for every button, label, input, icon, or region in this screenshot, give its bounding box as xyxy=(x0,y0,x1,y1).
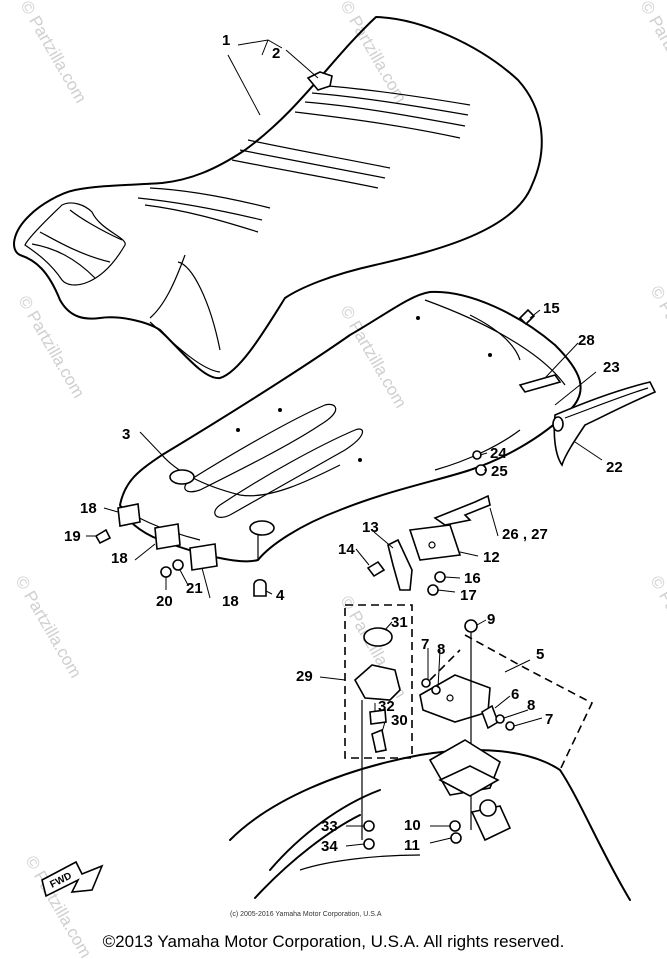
callout-15: 15 xyxy=(543,300,560,317)
lock-body-29 xyxy=(353,664,401,701)
nut-11 xyxy=(450,832,462,844)
callout-21: 21 xyxy=(186,580,203,597)
washer-33 xyxy=(363,820,375,832)
copyright-notice: ©2013 Yamaha Motor Corporation, U.S.A. A… xyxy=(102,932,565,951)
watermark-left: © Partzilla.com xyxy=(15,293,89,402)
callout-23: 23 xyxy=(603,359,620,376)
callout-1: 1 xyxy=(222,32,230,49)
callout-11: 11 xyxy=(404,837,420,854)
callout-30: 30 xyxy=(391,712,408,729)
callout-3: 3 xyxy=(122,426,130,443)
callout-18-middle: 18 xyxy=(111,550,128,567)
nut-7-lower xyxy=(505,721,515,731)
callout-19: 19 xyxy=(64,528,81,545)
watermark-bottom-right: © Partzilla.com xyxy=(647,573,667,682)
washer-20 xyxy=(160,566,172,578)
hinge-18-upper xyxy=(117,503,141,527)
latch-hook-13 xyxy=(387,538,413,591)
diagram-small-copyright: (c) 2005-2016 Yamaha Motor Corporation, … xyxy=(230,911,382,918)
latch-assembly-box xyxy=(344,604,413,759)
nut-24 xyxy=(472,450,482,460)
callout-28: 28 xyxy=(578,332,595,349)
bracket-12 xyxy=(408,524,462,561)
callout-7-lower: 7 xyxy=(545,711,553,728)
callout-13: 13 xyxy=(362,519,379,536)
callout-16: 16 xyxy=(464,570,481,587)
bolt-14 xyxy=(366,560,386,578)
callout-9: 9 xyxy=(487,611,495,628)
nut-34 xyxy=(363,838,375,850)
watermark-group: © Partzilla.com © Partzilla.com © Partzi… xyxy=(12,0,667,959)
callout-18-upper: 18 xyxy=(80,500,97,517)
bolt-9 xyxy=(464,619,478,633)
callout-6: 6 xyxy=(511,686,519,703)
callout-5: 5 xyxy=(536,646,544,663)
hinge-18-lower xyxy=(189,543,218,571)
watermark-center: © Partzilla.com xyxy=(337,303,411,412)
watermark-right: © Partzilla.com xyxy=(647,283,667,392)
frame-section xyxy=(229,739,631,901)
callout-4: 4 xyxy=(276,587,285,604)
callout-labels: 1 2 3 4 5 6 7 7 8 8 9 10 11 12 13 14 15 … xyxy=(64,32,623,855)
watermark-bottom-left: © Partzilla.com xyxy=(12,573,86,682)
callout-8-upper: 8 xyxy=(437,641,445,658)
watermark-top-left: © Partzilla.com xyxy=(17,0,91,106)
seat-cushion xyxy=(13,16,543,380)
forward-arrow: FWD xyxy=(41,860,104,898)
bolt-30 xyxy=(371,728,387,753)
callout-10: 10 xyxy=(404,817,421,834)
callout-33: 33 xyxy=(321,818,338,835)
callout-29: 29 xyxy=(296,668,313,685)
latch-plate-26-27 xyxy=(433,494,491,526)
callout-32: 32 xyxy=(378,698,395,715)
callout-12: 12 xyxy=(483,549,500,566)
callout-2: 2 xyxy=(272,45,280,62)
seat-base-grommet-rear xyxy=(249,520,275,536)
screw-19 xyxy=(94,528,112,545)
callout-20: 20 xyxy=(156,593,173,610)
lock-spring-32 xyxy=(369,709,387,725)
watermark-top-right: © Partzilla.com xyxy=(637,0,667,106)
leader-lines xyxy=(86,39,603,847)
seat-base-grommet-front xyxy=(169,469,195,485)
rear-trim-clip xyxy=(552,416,564,432)
nut-8-lower xyxy=(495,714,505,724)
callout-8-lower: 8 xyxy=(527,697,535,714)
callout-25: 25 xyxy=(491,463,508,480)
callout-34: 34 xyxy=(321,838,338,855)
seat-lock-assembly-5 xyxy=(419,619,594,830)
cap-31 xyxy=(363,627,393,647)
nut-17 xyxy=(427,584,439,596)
callout-26-27: 26 , 27 xyxy=(502,526,548,543)
nut-21 xyxy=(172,559,184,571)
hinge-set xyxy=(94,503,218,578)
rear-trim-strip xyxy=(552,381,657,467)
callout-14: 14 xyxy=(338,541,355,558)
callout-18-lower: 18 xyxy=(222,593,239,610)
callout-22: 22 xyxy=(606,459,623,476)
nut-7-upper xyxy=(421,678,431,688)
washer-10 xyxy=(449,820,461,832)
seat-bracket-28 xyxy=(518,374,562,393)
hinge-18-middle xyxy=(154,523,181,550)
latch-assembly-29 xyxy=(353,627,401,850)
callout-17: 17 xyxy=(460,587,477,604)
seat-hook-part xyxy=(306,71,333,91)
bolt-15 xyxy=(518,308,536,326)
callout-7-upper: 7 xyxy=(421,636,429,653)
washer-16 xyxy=(434,571,446,583)
grommet-pin-4 xyxy=(253,578,267,597)
callout-31: 31 xyxy=(391,614,408,631)
callout-24: 24 xyxy=(490,445,507,462)
nut-8-upper xyxy=(431,685,441,695)
